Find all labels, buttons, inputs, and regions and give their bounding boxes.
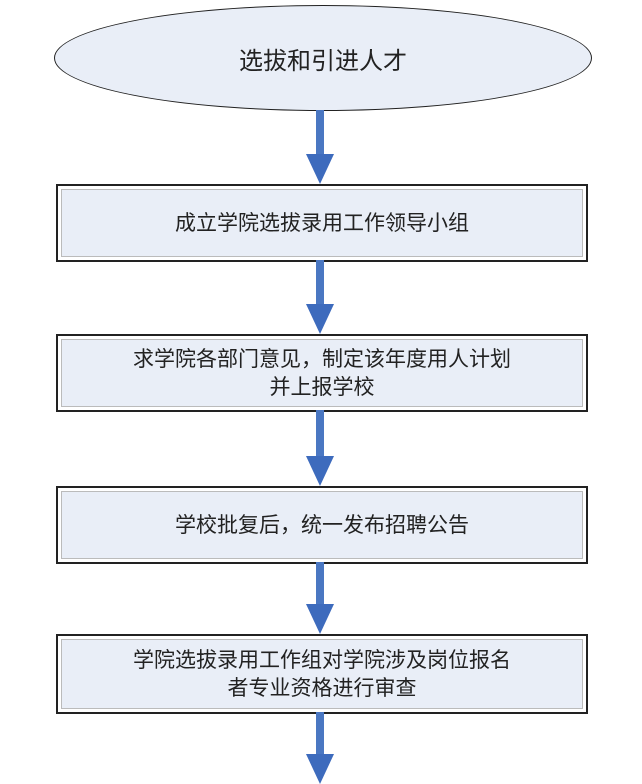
start-ellipse: 选拔和引进人才: [54, 5, 592, 111]
start-label: 选拔和引进人才: [239, 46, 407, 75]
step-text: 者专业资格进行审查: [227, 676, 417, 700]
step-box-1: 成立学院选拔录用工作领导小组: [56, 184, 588, 262]
step-box-2: 求学院各部门意见，制定该年度用人计划并上报学校: [56, 334, 588, 412]
arrow-down: [306, 562, 334, 634]
step-text: 并上报学校: [269, 375, 375, 399]
step-text: 学校批复后，统一发布招聘公告: [175, 512, 469, 537]
arrow-down: [306, 712, 334, 784]
step-box-4: 学院选拔录用工作组对学院涉及岗位报名者专业资格进行审查: [56, 634, 588, 714]
step-text: 成立学院选拔录用工作领导小组: [175, 210, 469, 235]
step-text: 学院选拔录用工作组对学院涉及岗位报名: [133, 647, 511, 672]
arrow-down: [306, 410, 334, 486]
step-box-3: 学校批复后，统一发布招聘公告: [56, 486, 588, 564]
step-text: 求学院各部门意见，制定该年度用人计划: [133, 346, 511, 371]
arrow-down: [306, 260, 334, 334]
arrow-down: [306, 110, 334, 184]
